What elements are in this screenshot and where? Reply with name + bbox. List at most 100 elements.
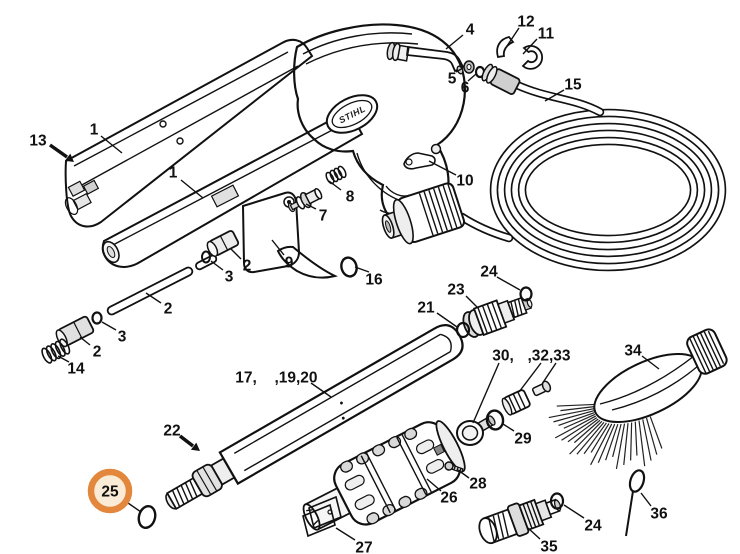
svg-text:24: 24 bbox=[584, 518, 602, 535]
part-label-1-1[interactable]: 1 bbox=[90, 122, 99, 139]
hose-end-fitting bbox=[481, 63, 521, 95]
part-label-21-23[interactable]: 21 bbox=[417, 300, 435, 317]
part-label-4-7[interactable]: 4 bbox=[466, 22, 475, 39]
svg-text:28: 28 bbox=[469, 476, 487, 493]
o-ring-24-bottom bbox=[549, 492, 565, 510]
part-label-2-14[interactable]: 2 bbox=[243, 258, 252, 275]
part-label-25-30[interactable]: 25 bbox=[87, 468, 133, 514]
label-plate-27 bbox=[302, 495, 342, 538]
part-label-35-34[interactable]: 35 bbox=[540, 539, 558, 554]
part-label-9-5[interactable]: 9 bbox=[285, 255, 294, 272]
part-label-26-31[interactable]: 26 bbox=[440, 490, 458, 507]
o-ring-16 bbox=[340, 256, 358, 278]
screw-28 bbox=[444, 461, 464, 474]
handle-housing-upper bbox=[64, 38, 314, 228]
plug-33 bbox=[531, 380, 552, 397]
brush-connector bbox=[686, 328, 728, 375]
svg-text:21: 21 bbox=[417, 300, 435, 317]
o-ring-21 bbox=[455, 321, 471, 339]
part-label-11-9[interactable]: 11 bbox=[538, 26, 555, 43]
coupling-sleeve-26 bbox=[302, 420, 466, 531]
svg-text:24: 24 bbox=[480, 264, 498, 281]
brush-bristles bbox=[548, 403, 663, 470]
part-label-5-10[interactable]: 5 bbox=[448, 71, 457, 88]
part-label-12-8[interactable]: 12 bbox=[517, 14, 534, 31]
svg-text:22: 22 bbox=[163, 423, 180, 440]
part-label-22-22[interactable]: 22 bbox=[163, 423, 180, 440]
part-label-3-15[interactable]: 3 bbox=[225, 269, 234, 286]
safety-lever bbox=[403, 152, 436, 170]
svg-text:11: 11 bbox=[538, 26, 555, 43]
high-pressure-hose bbox=[457, 63, 727, 272]
part-label-24-25[interactable]: 24 bbox=[480, 264, 498, 281]
quick-coupler-23 bbox=[462, 296, 533, 338]
part-label-15-12[interactable]: 15 bbox=[564, 77, 582, 94]
svg-text:8: 8 bbox=[346, 189, 355, 206]
svg-text:13: 13 bbox=[29, 133, 47, 150]
svg-text:5: 5 bbox=[448, 71, 457, 88]
o-ring-25 bbox=[137, 504, 157, 530]
part-label-28-32[interactable]: 28 bbox=[469, 476, 487, 493]
cleaning-tool-36 bbox=[625, 469, 646, 537]
svg-text:9: 9 bbox=[285, 255, 294, 272]
bushing-lower bbox=[55, 315, 95, 348]
o-ring-3-lower bbox=[91, 311, 103, 325]
washer-5 bbox=[463, 60, 475, 74]
o-ring-24-top bbox=[519, 286, 533, 302]
svg-text:35: 35 bbox=[540, 539, 558, 554]
o-ring-3-upper bbox=[201, 250, 211, 264]
part-label-3233-27[interactable]: ,32,33 bbox=[527, 348, 570, 365]
part-label-1920-21[interactable]: ,19,20 bbox=[274, 370, 317, 387]
svg-text:12: 12 bbox=[517, 14, 534, 31]
trigger bbox=[241, 191, 338, 279]
part-label-27-33[interactable]: 27 bbox=[355, 540, 372, 554]
part-label-34-29[interactable]: 34 bbox=[624, 343, 642, 360]
stihl-logo: STIHL bbox=[325, 94, 379, 134]
svg-text:3: 3 bbox=[225, 269, 234, 286]
part-label-10-6[interactable]: 10 bbox=[456, 173, 473, 190]
piston-rod bbox=[106, 254, 218, 316]
svg-text:36: 36 bbox=[650, 506, 668, 523]
part-label-30-26[interactable]: 30, bbox=[492, 348, 514, 365]
valve-spring bbox=[325, 165, 347, 185]
highlight-circle bbox=[87, 468, 133, 514]
part-label-13-0[interactable]: 13 bbox=[29, 133, 47, 150]
svg-text:25: 25 bbox=[101, 484, 119, 501]
part-label-23-24[interactable]: 23 bbox=[447, 282, 465, 299]
svg-text:29: 29 bbox=[514, 431, 532, 448]
part-label-1-2[interactable]: 1 bbox=[169, 165, 178, 182]
svg-text:2: 2 bbox=[243, 258, 252, 275]
svg-text:3: 3 bbox=[118, 329, 127, 346]
svg-text:17,: 17, bbox=[235, 370, 257, 387]
part-label-8-4[interactable]: 8 bbox=[346, 189, 355, 206]
svg-text:10: 10 bbox=[456, 173, 473, 190]
svg-text:1: 1 bbox=[90, 122, 99, 139]
part-label-29-28[interactable]: 29 bbox=[514, 431, 532, 448]
part-label-3-17[interactable]: 3 bbox=[118, 329, 127, 346]
part-label-14-19[interactable]: 14 bbox=[67, 361, 85, 378]
part-label-2-16[interactable]: 2 bbox=[164, 301, 173, 318]
valve-pin bbox=[287, 187, 323, 213]
svg-text:7: 7 bbox=[319, 208, 328, 225]
svg-text:4: 4 bbox=[466, 22, 475, 39]
clamp-half-11 bbox=[521, 45, 544, 70]
part-label-17-20[interactable]: 17, bbox=[235, 370, 257, 387]
leader-lines bbox=[57, 27, 660, 541]
housing-latch-detail bbox=[64, 179, 100, 215]
svg-text:,19,20: ,19,20 bbox=[274, 370, 317, 387]
part-label-6-11[interactable]: 6 bbox=[461, 80, 470, 97]
part-label-7-3[interactable]: 7 bbox=[319, 208, 328, 225]
wash-brush-34 bbox=[548, 328, 728, 470]
svg-text:34: 34 bbox=[624, 343, 642, 360]
svg-text:30,: 30, bbox=[492, 348, 514, 365]
part-label-36-36[interactable]: 36 bbox=[650, 506, 668, 523]
svg-text:1: 1 bbox=[169, 165, 178, 182]
part-label-2-18[interactable]: 2 bbox=[93, 344, 102, 361]
svg-text:16: 16 bbox=[365, 272, 383, 289]
svg-text:,32,33: ,32,33 bbox=[527, 348, 570, 365]
nozzle-30 bbox=[456, 415, 496, 446]
svg-text:6: 6 bbox=[461, 80, 470, 97]
part-label-24-35[interactable]: 24 bbox=[584, 518, 602, 535]
part-label-16-13[interactable]: 16 bbox=[365, 272, 383, 289]
